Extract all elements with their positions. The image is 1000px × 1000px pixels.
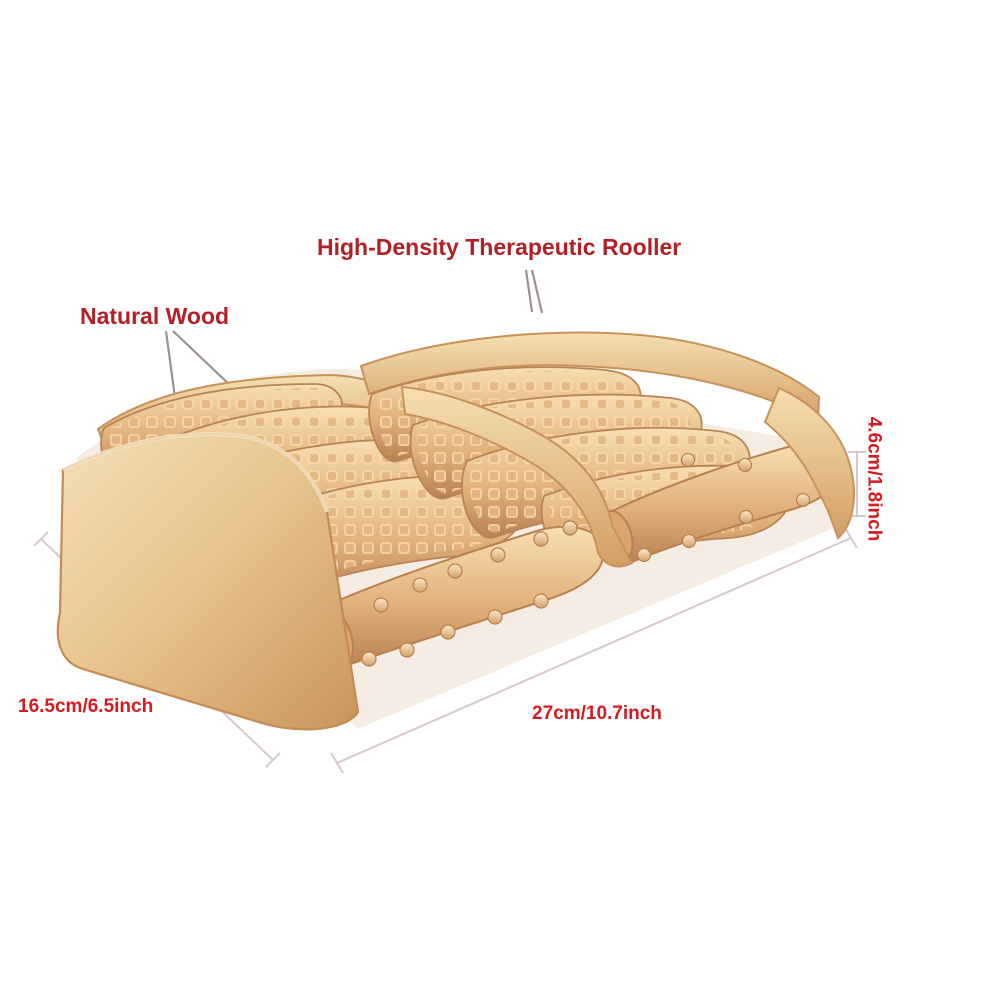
natural-wood-leader-2 xyxy=(172,330,234,389)
depth-dimension-end-top xyxy=(33,531,49,547)
depth-dimension-end-bottom xyxy=(265,752,281,768)
roller-leader-1 xyxy=(524,269,534,313)
depth-dimension-label: 16.5cm/6.5inch xyxy=(18,696,154,717)
natural-wood-label: Natural Wood xyxy=(80,303,230,329)
width-dimension-end-left xyxy=(330,752,344,774)
left-side-panel-top-edge xyxy=(62,432,329,513)
callout-leaders xyxy=(164,269,544,406)
therapeutic-roller-label: High-Density Therapeutic Rooller xyxy=(317,234,682,260)
width-dimension-end-right xyxy=(844,527,858,549)
height-dimension-label: 4.6cm/1.8inch xyxy=(863,416,885,542)
width-dimension-label: 27cm/10.7inch xyxy=(532,703,662,724)
right-end-panel xyxy=(763,386,855,540)
roller-leader-2 xyxy=(530,269,544,314)
width-dimension-line xyxy=(336,537,852,764)
center-divider-panel xyxy=(400,385,634,568)
left-knob-spikes xyxy=(361,520,578,667)
wooden-foot-massager xyxy=(56,331,855,731)
natural-wood-leader-1 xyxy=(164,330,178,406)
